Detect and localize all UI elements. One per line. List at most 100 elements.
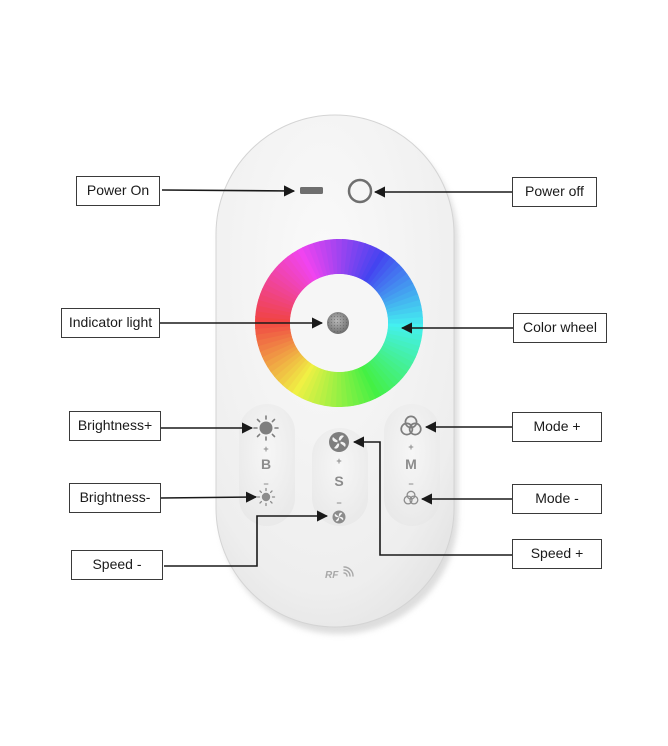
color-wheel-segment[interactable]	[264, 277, 298, 300]
color-wheel-segment[interactable]	[387, 317, 423, 324]
color-wheel-segment[interactable]	[278, 259, 307, 289]
brightness-minus-mark: −	[263, 479, 268, 489]
color-wheel-segment[interactable]	[386, 305, 423, 317]
color-wheel-segment[interactable]	[376, 269, 408, 295]
color-wheel-segment[interactable]	[356, 367, 376, 402]
color-wheel-segment[interactable]	[366, 253, 392, 285]
color-wheel-segment[interactable]	[340, 371, 348, 407]
color-wheel-segment[interactable]	[260, 288, 295, 307]
brightness-up-icon[interactable]	[253, 415, 279, 441]
color-wheel-segment[interactable]	[374, 264, 404, 292]
color-wheel-segment[interactable]	[277, 356, 307, 386]
color-wheel-segment[interactable]	[282, 256, 310, 287]
color-wheel-segment[interactable]	[270, 351, 302, 377]
color-wheel-segment[interactable]	[386, 299, 422, 314]
color-wheel-segment[interactable]	[255, 329, 292, 341]
color-wheel-segment[interactable]	[354, 243, 372, 278]
color-wheel-segment[interactable]	[261, 342, 296, 363]
color-wheel-segment[interactable]	[344, 239, 355, 275]
color-wheel-segment[interactable]	[258, 336, 293, 352]
color-wheel-segment[interactable]	[267, 348, 300, 373]
color-wheel-segment[interactable]	[306, 368, 324, 403]
color-wheel-segment[interactable]	[380, 346, 414, 369]
color-wheel-segment[interactable]	[274, 354, 304, 382]
color-wheel-segment[interactable]	[369, 256, 396, 287]
speed-letter: S	[334, 473, 343, 489]
color-wheel-segment[interactable]	[385, 294, 420, 310]
color-wheel-segment[interactable]	[274, 264, 305, 292]
color-wheel-segment[interactable]	[267, 272, 300, 298]
color-wheel-segment[interactable]	[287, 252, 313, 285]
color-wheel-segment[interactable]	[376, 351, 407, 378]
mode-up-icon[interactable]	[400, 415, 422, 436]
color-wheel-segment[interactable]	[258, 293, 294, 310]
color-wheel-segment[interactable]	[353, 368, 371, 404]
brightness-plus-mark: +	[263, 444, 268, 454]
color-wheel-segment[interactable]	[313, 241, 328, 277]
color-wheel-segment[interactable]	[301, 366, 321, 401]
color-wheel-segment[interactable]	[255, 304, 292, 317]
color-wheel-segment[interactable]	[368, 359, 396, 390]
color-wheel-segment[interactable]	[347, 370, 360, 406]
brightness-down-icon[interactable]	[256, 487, 276, 507]
color-wheel-segment[interactable]	[255, 322, 291, 329]
mode-down-icon[interactable]	[403, 490, 419, 505]
color-wheel-segment[interactable]	[350, 241, 366, 277]
color-wheel-segment[interactable]	[329, 371, 338, 407]
color-wheel-segment[interactable]	[323, 371, 334, 407]
color-wheel-segment[interactable]	[385, 333, 422, 347]
color-wheel-segment[interactable]	[286, 361, 312, 393]
color-wheel-segment[interactable]	[384, 336, 420, 353]
color-wheel-segment[interactable]	[297, 247, 318, 281]
color-wheel-segment[interactable]	[380, 278, 414, 301]
color-wheel-segment[interactable]	[259, 339, 295, 358]
color-wheel-segment[interactable]	[373, 354, 404, 382]
color-wheel-segment[interactable]	[307, 242, 325, 278]
color-wheel-segment[interactable]	[360, 365, 381, 399]
color-wheel-segment[interactable]	[330, 239, 338, 275]
speed-minus-mark: −	[336, 498, 341, 508]
speed-down-icon[interactable]	[332, 510, 346, 524]
color-wheel-segment[interactable]	[262, 282, 296, 304]
color-wheel-segment[interactable]	[292, 249, 315, 283]
color-wheel-segment[interactable]	[363, 250, 387, 283]
color-wheel-segment[interactable]	[282, 359, 309, 390]
label-speed-plus: Speed +	[512, 539, 602, 569]
color-wheel-segment[interactable]	[340, 239, 349, 275]
color-wheel-segment[interactable]	[363, 363, 386, 397]
power-on-dash-icon[interactable]	[300, 187, 323, 194]
power-off-ring-icon[interactable]	[347, 178, 373, 204]
color-wheel-segment[interactable]	[255, 310, 291, 320]
color-wheel-segment[interactable]	[312, 369, 328, 405]
color-wheel-segment[interactable]	[371, 357, 400, 387]
color-wheel-segment[interactable]	[350, 369, 365, 405]
color-wheel-segment[interactable]	[255, 316, 291, 323]
color-wheel-segment[interactable]	[271, 268, 302, 295]
color-wheel-segment[interactable]	[383, 288, 419, 307]
color-wheel-segment[interactable]	[378, 273, 411, 298]
color-wheel-segment[interactable]	[291, 363, 315, 396]
color-wheel-segment[interactable]	[382, 342, 416, 364]
color-wheel-segment[interactable]	[264, 345, 298, 368]
callout-arrows	[160, 185, 513, 567]
speed-plus-mark: +	[336, 456, 341, 466]
color-wheel-segment[interactable]	[256, 332, 292, 347]
color-wheel-segment[interactable]	[382, 283, 417, 304]
color-wheel-segment[interactable]	[302, 244, 322, 279]
label-color-wheel: Color wheel	[513, 313, 607, 343]
label-mode-minus: Mode -	[512, 484, 602, 514]
speed-up-icon[interactable]	[329, 432, 349, 452]
color-wheel-segment[interactable]	[378, 348, 411, 374]
color-wheel-segment[interactable]	[347, 240, 361, 276]
mode-plus-mark: +	[408, 442, 413, 452]
color-wheel-segment[interactable]	[365, 361, 391, 394]
color-wheel-segment[interactable]	[371, 260, 401, 290]
color-wheel-segment[interactable]	[256, 299, 293, 313]
color-wheel-segment[interactable]	[360, 247, 382, 281]
color-wheel-segment[interactable]	[383, 339, 418, 358]
color-wheel-segment[interactable]	[318, 240, 331, 276]
color-wheel-segment[interactable]	[386, 329, 423, 342]
color-wheel-segment[interactable]	[357, 245, 377, 280]
color-wheel-segment[interactable]	[296, 365, 318, 399]
color-wheel-segment[interactable]	[317, 370, 331, 406]
